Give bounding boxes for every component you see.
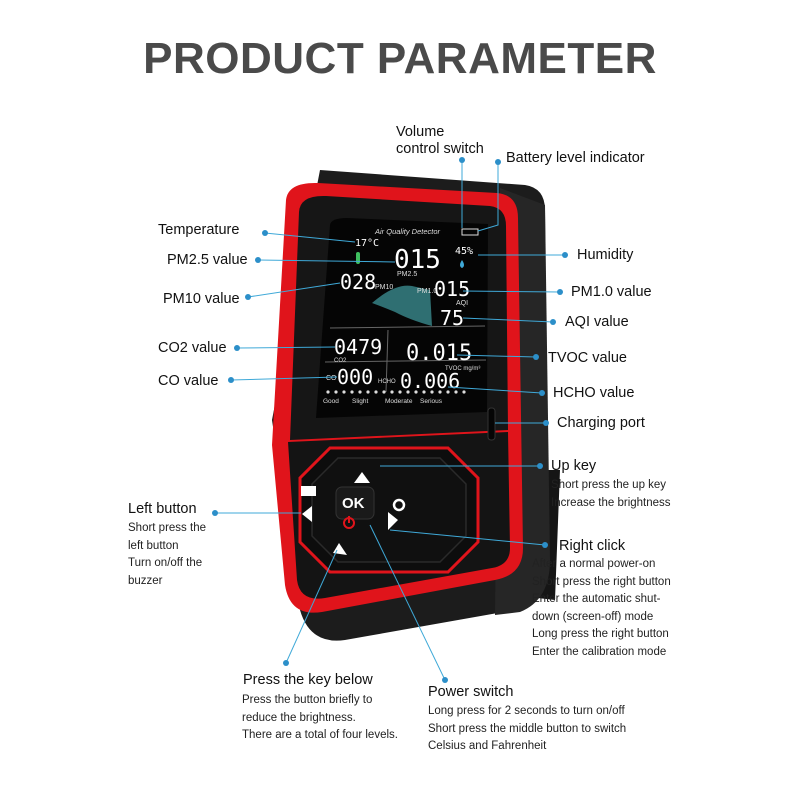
gear-icon <box>392 498 406 512</box>
screen-scale-moderate: Moderate <box>385 398 413 405</box>
right-click-desc: After a normal power-on Short press the … <box>532 558 671 658</box>
volume-label-1: Volume <box>396 124 445 140</box>
ok-button-label: OK <box>342 495 365 512</box>
thermometer-icon <box>356 252 360 264</box>
power-switch-desc: Long press for 2 seconds to turn on/off … <box>428 705 627 752</box>
screen-tvoc-label: TVOC mg/m³ <box>445 366 480 372</box>
humidity-label: Humidity <box>577 247 634 263</box>
screen-aqi: 75 <box>440 306 464 330</box>
down-key-label: Press the key below <box>243 672 373 688</box>
pm10-label: PM10 value <box>163 291 240 307</box>
screen-humidity: 45% <box>455 246 473 257</box>
left-button-desc: Short press the left button Turn on/off … <box>128 522 206 587</box>
page-title: PRODUCT PARAMETER <box>143 34 657 83</box>
ok-button[interactable] <box>335 486 375 520</box>
screen-scale-dots <box>326 390 466 394</box>
screen-scale-good: Good <box>323 398 339 405</box>
down-key-desc: Press the button briefly to reduce the b… <box>242 694 398 741</box>
screen-tvoc: 0.015 <box>406 341 472 366</box>
screen-pm10: 028 <box>340 270 376 294</box>
co2-label: CO2 value <box>158 340 227 356</box>
screen-pm25-label: PM2.5 <box>397 271 417 278</box>
screen-co: 000 <box>337 365 373 389</box>
left-arrow-icon[interactable] <box>302 506 312 522</box>
screen-aqi-label: AQI <box>456 300 468 307</box>
screen-pm10-label: PM10 <box>375 284 393 291</box>
battery-icon <box>461 228 479 236</box>
buzzer-icon <box>301 486 316 496</box>
up-arrow-icon[interactable] <box>354 472 370 483</box>
screen-temperature: 17°C <box>355 238 379 249</box>
lcd-screen <box>316 218 488 418</box>
screen-scale-slight: Slight <box>352 398 368 405</box>
right-arrow-icon[interactable] <box>388 512 398 530</box>
screen-pm1-label: PM1.0 <box>417 288 437 295</box>
temperature-label: Temperature <box>158 222 240 238</box>
volume-label-2: control switch <box>396 141 484 157</box>
screen-pm25: 015 <box>394 245 441 275</box>
callout-dots <box>212 157 568 683</box>
charging-label: Charging port <box>557 415 645 431</box>
pm25-label: PM2.5 value <box>167 252 248 268</box>
humidity-drop-icon <box>460 260 464 268</box>
screen-hcho-label: HCHO <box>378 379 396 385</box>
right-click-label: Right click <box>559 538 626 554</box>
screen-graph <box>372 285 432 326</box>
screen-pm1: 015 <box>434 277 470 301</box>
screen-co2: 0479 <box>334 335 382 359</box>
power-switch-label: Power switch <box>428 684 514 700</box>
pm1-label: PM1.0 value <box>571 284 652 300</box>
callout-lines <box>215 160 565 681</box>
tvoc-label: TVOC value <box>548 350 627 366</box>
co-label: CO value <box>158 373 219 389</box>
charging-port[interactable] <box>487 407 496 441</box>
screen-header: Air Quality Detector <box>374 227 441 236</box>
up-key-label: Up key <box>551 458 597 474</box>
screen-hcho: 0.006 <box>400 369 460 393</box>
keypad: OK <box>298 446 480 574</box>
screen-co2-label: CO2 <box>334 358 347 364</box>
battery-label: Battery level indicator <box>506 150 645 166</box>
screen-co-label: CO <box>326 375 337 382</box>
left-button-label: Left button <box>128 501 197 517</box>
screen-scale-serious: Serious <box>420 398 443 405</box>
aqi-label: AQI value <box>565 314 629 330</box>
hcho-label: HCHO value <box>553 385 635 401</box>
up-key-desc: Short press the up key Increase the brig… <box>551 479 671 509</box>
